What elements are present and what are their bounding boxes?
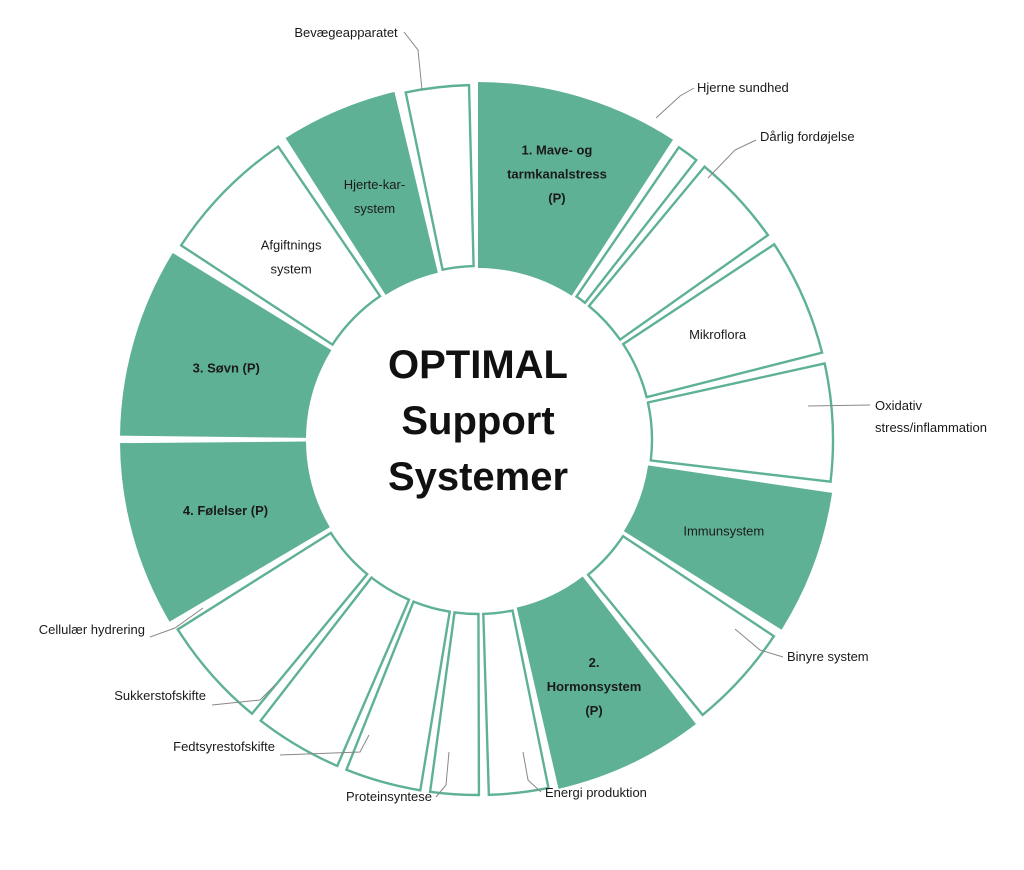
segment-label-afgiftning: system — [271, 261, 312, 276]
leader-line-fordojelse — [707, 139, 757, 179]
leader-line-bevaege — [403, 31, 423, 91]
external-label-hjerne: Hjerne sundhed — [697, 80, 789, 95]
leader-line-fedtsyre — [279, 734, 370, 756]
external-label-binyre: Binyre system — [787, 649, 869, 664]
segment-energi — [482, 609, 550, 797]
segment-label-afgiftning: Afgiftnings — [261, 237, 322, 252]
external-label-bevaege: Bevægeapparatet — [294, 25, 398, 40]
external-label-oxidativ: Oxidativ — [875, 398, 922, 413]
center-title: OPTIMAL Support Systemer — [388, 343, 568, 499]
segment-binyre — [586, 534, 776, 717]
leader-line-hjerne — [655, 87, 695, 119]
segment-afgiftning — [179, 144, 382, 347]
external-label-fordojelse: Dårlig fordøjelse — [760, 129, 855, 144]
segment-mikroflora — [621, 242, 824, 399]
segment-label-hjertekar: Hjerte-kar- — [344, 177, 405, 192]
labels-layer: 1. Mave- og tarmkanalstress (P) Hjerne sund… — [39, 25, 987, 804]
segment-label-mave: tarmkanalstress — [507, 166, 607, 181]
segment-folelser — [120, 441, 330, 622]
segment-bevaege — [404, 83, 475, 272]
segment-fedtsyre — [344, 600, 452, 792]
leader-line-sukker — [211, 684, 276, 706]
segment-label-folelser: 4. Følelser (P) — [183, 503, 268, 518]
center-title-line-1: OPTIMAL — [388, 343, 568, 387]
leader-line-cellulaer — [149, 607, 204, 638]
segments-layer — [120, 82, 835, 797]
segment-immun — [623, 465, 833, 630]
segment-label-hormon: Hormonsystem — [547, 679, 642, 694]
segment-cellulaer — [176, 531, 369, 716]
external-label-protein: Proteinsyntese — [346, 789, 432, 804]
segment-label-sovn: 3. Søvn (P) — [193, 360, 260, 375]
leader-lines-layer — [149, 31, 871, 798]
leader-line-protein — [435, 751, 450, 798]
leader-line-oxidativ — [807, 404, 871, 407]
leader-line-binyre — [734, 628, 784, 658]
segment-label-hormon: (P) — [585, 703, 602, 718]
segment-label-hjertekar: system — [354, 201, 395, 216]
segment-label-immun: Immunsystem — [683, 524, 764, 539]
segment-mave — [478, 82, 673, 296]
external-label-sukker: Sukkerstofskifte — [114, 688, 206, 703]
external-label-cellulaer: Cellulær hydrering — [39, 622, 145, 637]
segment-label-mave: (P) — [548, 190, 565, 205]
segment-sukker — [258, 575, 411, 768]
segment-hjertekar — [285, 91, 438, 295]
segment-label-hormon: 2. — [589, 655, 600, 670]
center-title-line-3: Systemer — [388, 455, 568, 499]
external-label-energi: Energi produktion — [545, 785, 647, 800]
external-label-oxidativ: stress/inflammation — [875, 420, 987, 435]
segment-fordojelse — [587, 164, 770, 342]
external-label-fedtsyre: Fedtsyrestofskifte — [173, 739, 275, 754]
segment-label-mikroflora: Mikroflora — [689, 327, 747, 342]
leader-line-energi — [522, 751, 542, 793]
segment-protein — [428, 611, 481, 797]
segment-hormon — [516, 576, 696, 789]
segment-hjerne — [574, 145, 699, 305]
segment-label-mave: 1. Mave- og — [522, 142, 593, 157]
center-title-line-2: Support — [401, 399, 554, 443]
segment-oxidativ — [646, 362, 835, 484]
segment-sovn — [120, 252, 332, 438]
